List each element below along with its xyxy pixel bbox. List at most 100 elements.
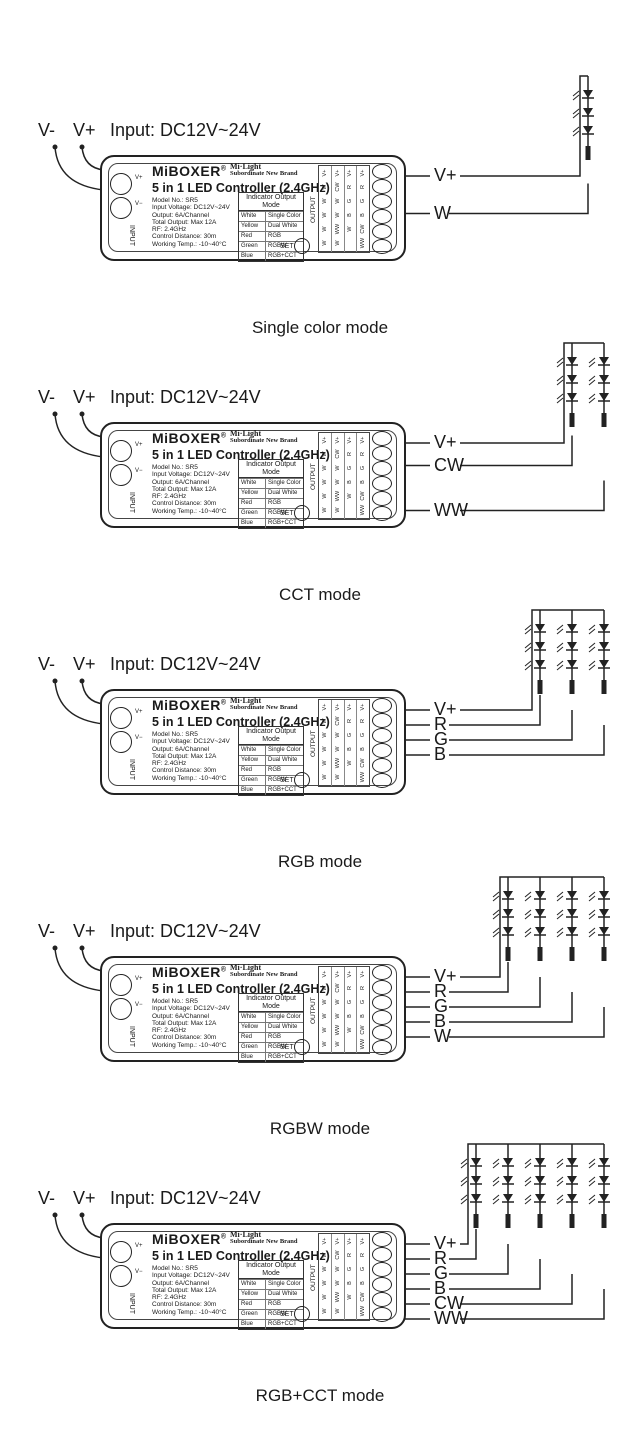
brand-name: MiBOXER: [152, 964, 221, 980]
led-diode: [535, 660, 545, 668]
output-terminal-screw: [372, 965, 392, 980]
led-emission-arrow: [556, 1194, 564, 1201]
spec-line: Working Temp.: -10~40°C: [152, 774, 227, 782]
grid-cell-label: V+: [347, 436, 354, 444]
output-terminal-screw: [372, 506, 392, 521]
brand-name: MiBOXER: [152, 430, 221, 446]
terminal-plus-label: V+: [73, 654, 96, 674]
grid-cell-label: W: [321, 732, 328, 738]
controller-vminus-mark: V−: [135, 1269, 143, 1275]
led-diode: [599, 891, 609, 899]
spec-line: Total Output: Max 12A: [152, 1286, 217, 1294]
led-diode: [567, 1158, 577, 1166]
grid-cell-label: W: [334, 198, 341, 204]
led-emission-arrow: [588, 375, 596, 382]
set-label: SET: [280, 1044, 294, 1051]
controller-vplus-mark: V+: [135, 976, 143, 982]
controller-vminus-mark: V−: [135, 468, 143, 474]
grid-cell-label: W: [321, 1280, 328, 1286]
output-label-r: R: [434, 1248, 447, 1268]
output-label-ww: WW: [434, 499, 468, 520]
led-diode: [567, 1194, 577, 1202]
grid-cell-label: W: [321, 451, 328, 457]
grid-cell-label: W: [321, 507, 328, 513]
led-diode: [567, 1176, 577, 1184]
controller-title: 5 in 1 LED Controller (2.4GHz): [152, 982, 330, 996]
led-emission-arrow: [556, 1198, 564, 1205]
set-button[interactable]: [294, 1306, 310, 1322]
led-diode: [471, 1176, 481, 1184]
indicator-mode: Dual White: [268, 1024, 298, 1030]
set-button[interactable]: [294, 1039, 310, 1055]
registered-mark: ®: [220, 699, 227, 707]
led-emission-arrow: [524, 642, 532, 649]
led-emission-arrow: [460, 1162, 468, 1169]
led-emission-arrow: [588, 1162, 596, 1169]
channel-wire: [460, 1274, 573, 1305]
vplus-supply-wire: [460, 75, 588, 177]
led-diode: [535, 1158, 545, 1166]
controller-input-label: INPUT: [128, 1026, 135, 1047]
mode-caption: RGBW mode: [269, 1119, 371, 1138]
spec-line: RF: 2.4GHz: [152, 1294, 187, 1302]
indicator-mode: RGB+CCT: [268, 1054, 297, 1060]
grid-cell-label: W: [321, 774, 328, 780]
controller-vplus-mark: V+: [135, 442, 143, 448]
vplus-supply-wire: [460, 609, 604, 711]
output-label-ww: WW: [434, 1308, 468, 1328]
input-terminal-screw-plus: [110, 1241, 132, 1263]
controller-output-label: OUTPUT: [310, 196, 317, 223]
grid-cell-label: W: [334, 465, 341, 471]
led-diode: [535, 891, 545, 899]
set-button[interactable]: [294, 238, 310, 254]
terminal-minus-label: V-: [38, 1188, 56, 1208]
grid-cell-label: V+: [360, 436, 367, 444]
indicator-color: White: [239, 212, 266, 221]
grid-cell-label: W: [321, 1041, 328, 1047]
led-resistor: [505, 947, 511, 961]
grid-cell-label: W: [321, 479, 328, 485]
grid-cell-label: V+: [321, 1237, 328, 1245]
led-emission-arrow: [588, 1176, 596, 1183]
grid-cell-label: V+: [334, 703, 341, 711]
grid-cell-label: G: [360, 1266, 367, 1272]
grid-cell-label: B: [347, 213, 354, 217]
set-button[interactable]: [294, 505, 310, 521]
brand-sub-line2: Subordinate New Brand: [230, 170, 298, 177]
led-emission-arrow: [588, 913, 596, 920]
led-emission-arrow: [492, 931, 500, 938]
indicator-mode: RGB: [268, 1034, 282, 1040]
output-terminal-screw: [372, 1040, 392, 1055]
led-emission-arrow: [572, 126, 580, 133]
indicator-color: Green: [239, 242, 266, 251]
led-emission-arrow: [572, 112, 580, 119]
led-resistor: [537, 1214, 543, 1228]
spec-line: Input Voltage: DC12V~24V: [152, 204, 230, 212]
grid-cell-label: W: [321, 1027, 328, 1033]
set-button[interactable]: [294, 772, 310, 788]
grid-cell-label: V+: [334, 1237, 341, 1245]
grid-cell-label: R: [360, 185, 367, 189]
indicator-mode: RGB+CCT: [268, 253, 297, 259]
spec-line: Control Distance: 30m: [152, 500, 217, 508]
led-emission-arrow: [572, 130, 580, 137]
indicator-color: Green: [239, 776, 266, 785]
grid-cell-label: W: [321, 198, 328, 204]
grid-cell-label: W: [334, 1308, 341, 1314]
